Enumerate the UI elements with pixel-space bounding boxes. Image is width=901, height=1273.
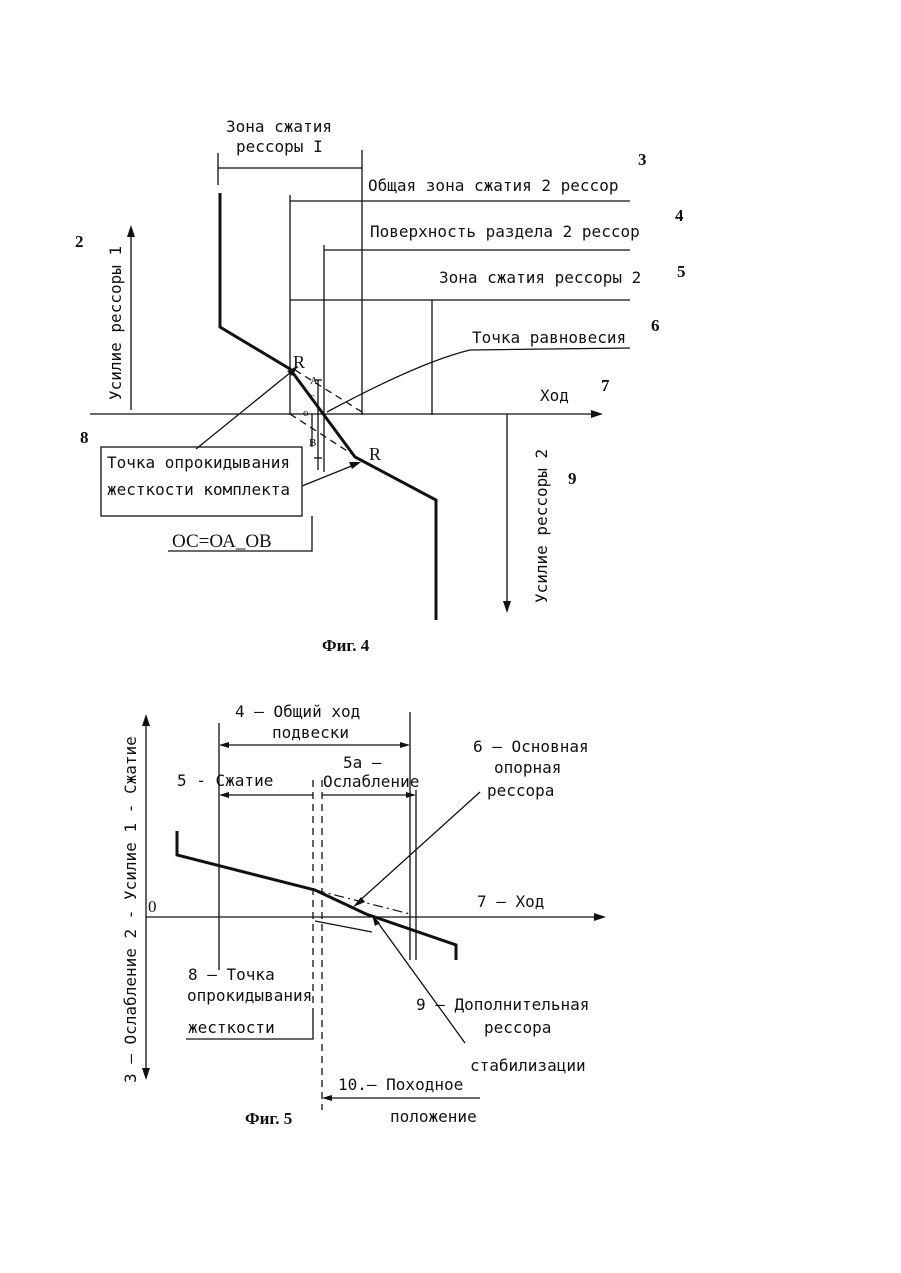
ref-number-2: 2 [75,232,84,251]
figure-4: Зона сжатия рессоры I Общая зона сжатия … [75,117,686,655]
ref-number-3: 3 [638,150,647,169]
main-spring-label-line2: опорная [494,758,561,777]
force1-label: Усилие рессоры 1 [106,246,125,400]
ref-number-6: 6 [651,316,660,335]
formula-label: ОС=ОА_ОВ [172,531,272,552]
ref-number-8: 8 [80,428,89,447]
fig5-vertical-axis-arrow-down [142,1068,150,1080]
flip-leader-lower [302,465,354,486]
figure-5: 4 – Общий ход подвески 5 - Сжатие 5а – О… [121,702,606,1128]
ref-number-5: 5 [677,262,686,281]
release-label-line1: 5а – [343,753,382,772]
extra-spring-line [315,921,372,932]
total-travel-arrow-right [400,742,410,748]
main-spring-label-line1: 6 – Основная [473,737,589,756]
ref-number-9: 9 [568,469,577,488]
main-spring-leader [357,792,480,903]
extra-spring-label-line3: стабилизации [470,1056,586,1075]
total-travel-arrow-left [219,742,229,748]
point-r-upper: R [293,352,305,372]
interface-label: Поверхность раздела 2 рессор [370,222,640,241]
total-travel-label-line2: подвески [272,723,349,742]
total-travel-label-line1: 4 – Общий ход [235,702,360,721]
travel-axis-arrowhead [591,410,603,418]
equilibrium-label: Точка равновесия [472,328,626,347]
fig5-travel-label: 7 – Ход [477,892,544,911]
fig5-vertical-axis-label: 3 – Ослабление 2 - Усилие 1 - Сжатие [121,736,140,1083]
flip-label-line1: Точка опрокидывания [107,453,290,472]
zone1-label-line1: Зона сжатия [226,117,332,136]
main-spring-label-line3: рессора [487,781,554,800]
point-b-letter: B [309,437,316,449]
compression-label: 5 - Сжатие [177,771,273,790]
ride-position-label-line1: 10.– Походное [338,1075,463,1094]
release-label-line2: Ослабление [323,772,419,791]
ride-position-label-line2: положение [390,1107,477,1126]
extra-spring-leader [376,920,465,1043]
release-arrow-right [406,792,416,798]
flip-label-line3: жесткости [188,1018,275,1037]
force2-label: Усилие рессоры 2 [532,449,551,603]
fig5-travel-axis-arrowhead [594,913,606,921]
total-zone-label: Общая зона сжатия 2 рессор [368,176,618,195]
force2-axis-arrowhead [503,601,511,613]
point-c-letter: c [310,391,315,403]
zone1-label-line2: рессоры I [236,137,323,156]
point-r-lower: R [369,444,381,464]
equilibrium-leader [327,348,630,412]
ref-number-4: 4 [675,206,684,225]
fig5-caption: Фиг. 5 [245,1109,292,1128]
point-o-letter: o [303,407,309,419]
flip-label-line2: жесткости комплекта [107,480,290,499]
flip-label-line1: 8 – Точка [188,965,275,984]
combined-characteristic-curve [220,193,436,620]
travel-label: Ход [540,386,569,405]
flip-label-line2: опрокидывания [187,986,312,1005]
origin-zero-label: 0 [148,897,157,916]
main-spring-leader-arrowhead [353,897,365,907]
flip-leader-lower-arrowhead [349,462,361,469]
fig4-caption: Фиг. 4 [322,636,370,655]
ride-position-arrowhead [322,1095,332,1101]
zone2-label: Зона сжатия рессоры 2 [439,268,641,287]
force1-axis-arrowhead [127,225,135,237]
spring2-dashed-extension [290,414,355,456]
extra-spring-label-line1: 9 – Дополнительная [416,995,589,1014]
extra-spring-label-line2: рессора [484,1018,551,1037]
fig5-vertical-axis-arrow-up [142,714,150,726]
flip-leader-upper [196,368,296,449]
compression-arrow-left [219,792,229,798]
point-a-letter: A [310,375,318,387]
ref-number-7: 7 [601,376,610,395]
